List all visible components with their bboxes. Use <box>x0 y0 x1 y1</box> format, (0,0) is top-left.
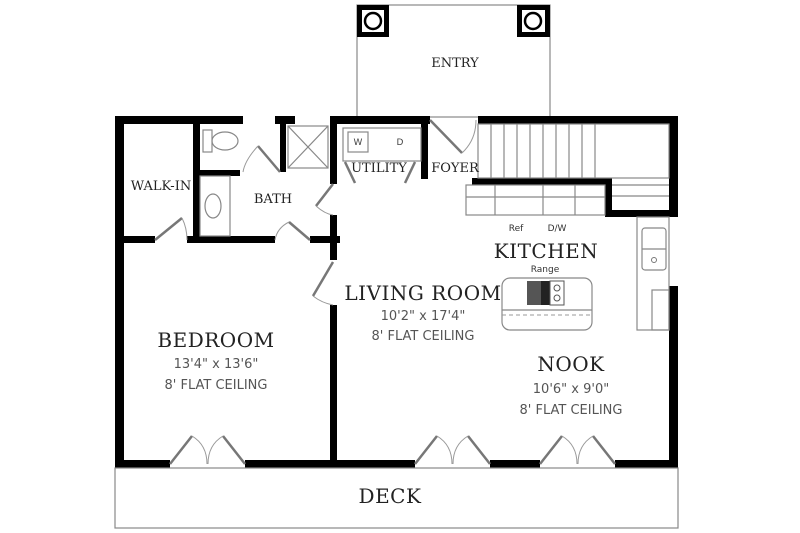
bedroom-label: BEDROOM <box>157 328 274 352</box>
entry-label: ENTRY <box>431 56 479 71</box>
walk-in-label: WALK-IN <box>131 179 191 194</box>
bath-label: BATH <box>254 192 292 207</box>
living-room-dimensions: 10'2" x 17'4" <box>381 309 466 324</box>
living-room: LIVING ROOM 10'2" x 17'4" 8' FLAT CEILIN… <box>344 281 501 344</box>
doors <box>154 119 616 465</box>
stairs <box>477 123 670 197</box>
utility-label: UTILITY <box>351 161 407 176</box>
interior-walls <box>115 124 678 468</box>
sink-icon <box>204 193 222 219</box>
toilet-icon <box>211 131 239 151</box>
range-icon <box>527 281 541 305</box>
bath-fixtures <box>199 125 329 237</box>
bedroom: BEDROOM 13'4" x 13'6" 8' FLAT CEILING <box>157 328 274 393</box>
deck-label: DECK <box>359 484 422 508</box>
bedroom-dimensions: 13'4" x 13'6" <box>174 357 259 372</box>
kitchen-label: KITCHEN <box>494 239 599 263</box>
dw-label: D/W <box>548 224 567 234</box>
nook-label: NOOK <box>537 352 605 376</box>
shower-icon <box>287 125 329 169</box>
dryer-icon: D <box>397 138 404 148</box>
kitchen-counters: Ref D/W Range <box>465 184 670 331</box>
column-icon <box>523 11 543 31</box>
living-room-ceiling: 8' FLAT CEILING <box>372 329 475 344</box>
living-room-label: LIVING ROOM <box>344 281 501 305</box>
bedroom-ceiling: 8' FLAT CEILING <box>165 378 268 393</box>
entry-porch: ENTRY <box>356 4 551 118</box>
nook-dimensions: 10'6" x 9'0" <box>533 382 609 397</box>
svg-text:W: W <box>354 138 363 148</box>
toilet-tank-icon <box>202 129 213 153</box>
foyer-label: FOYER <box>431 161 480 176</box>
nook-ceiling: 8' FLAT CEILING <box>520 403 623 418</box>
range-label: Range <box>531 265 560 275</box>
deck: DECK <box>114 467 679 529</box>
sink-drain-icon <box>651 257 657 263</box>
washer-icon <box>347 131 369 153</box>
utility-appliances: W D <box>342 127 422 162</box>
ref-label: Ref <box>509 224 524 234</box>
column-icon <box>363 11 383 31</box>
nook: NOOK 10'6" x 9'0" 8' FLAT CEILING <box>520 352 623 418</box>
